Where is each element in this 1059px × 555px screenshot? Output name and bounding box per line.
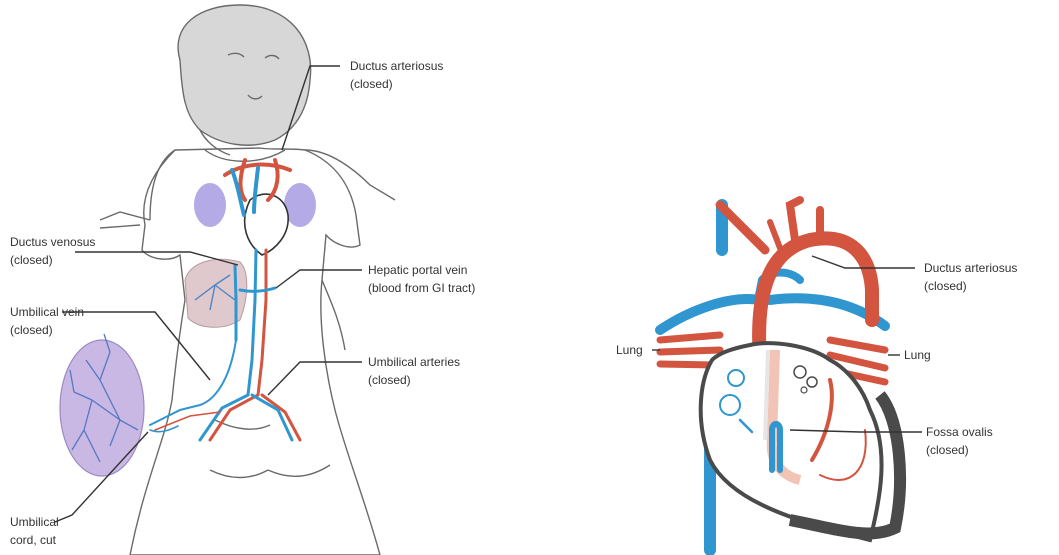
label-lung-left: Lung [616, 343, 643, 357]
label-ductus-venosus: Ductus venosus (closed) [10, 235, 99, 267]
label-fossa-ovalis: Fossa ovalis (closed) [926, 425, 996, 457]
infant-figure: Ductus arteriosus (closed) Ductus venosu… [10, 5, 475, 555]
label-ductus-arteriosus-left: Ductus arteriosus (closed) [350, 59, 447, 91]
label-umbilical-vein: Umbilical vein (closed) [10, 305, 87, 337]
label-hepatic-portal-vein: Hepatic portal vein (blood from GI tract… [368, 263, 475, 295]
label-ductus-arteriosus-right: Ductus arteriosus (closed) [924, 261, 1021, 293]
placenta [60, 334, 144, 476]
label-umbilical-cord: Umbilical cord, cut [10, 515, 62, 547]
label-lung-right: Lung [904, 348, 931, 362]
label-umbilical-arteries: Umbilical arteries (closed) [368, 355, 463, 387]
pulmonary-artery-left [660, 299, 760, 330]
heart-figure: Ductus arteriosus (closed) Lung Lung Fos… [616, 200, 1021, 550]
